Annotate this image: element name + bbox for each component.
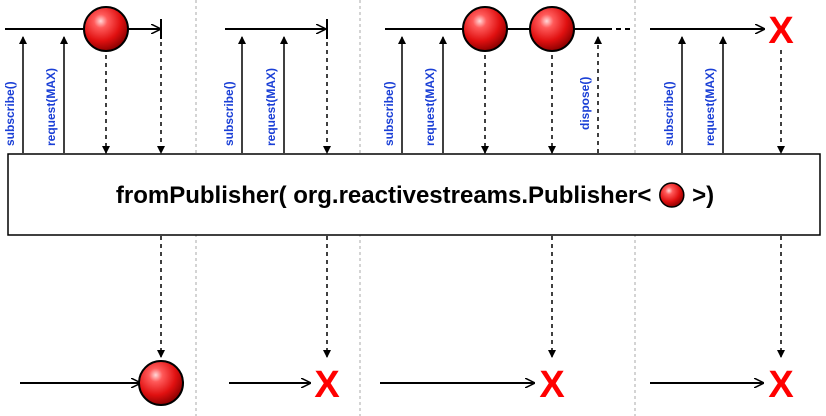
output-error-mark: X (314, 364, 340, 406)
scenario-1: subscribe() request(MAX) (3, 6, 184, 406)
subscribe-label: subscribe() (3, 81, 17, 146)
item-marble-1 (462, 6, 508, 52)
dispose-label: dispose() (578, 77, 592, 130)
operator-box-frame (7, 153, 821, 236)
red-marble-icon (659, 182, 685, 208)
item-marble (83, 6, 129, 52)
output-error-mark: X (539, 364, 565, 406)
operator-label-prefix: fromPublisher( org.reactivestreams.Publi… (116, 182, 652, 209)
operator-label: fromPublisher( org.reactivestreams.Publi… (116, 182, 714, 209)
scenario-4: X subscribe() request(MAX) X (650, 10, 794, 406)
request-label: request(MAX) (703, 68, 717, 146)
scenario-2: subscribe() request(MAX) X (222, 19, 340, 406)
output-error-mark: X (768, 364, 794, 406)
request-label: request(MAX) (44, 68, 58, 146)
operator-box: fromPublisher( org.reactivestreams.Publi… (7, 153, 821, 236)
subscribe-label: subscribe() (662, 81, 676, 146)
subscribe-label: subscribe() (222, 81, 236, 146)
operator-glyph-space (685, 182, 692, 209)
request-label: request(MAX) (264, 68, 278, 146)
output-item-marble (138, 360, 184, 406)
item-marble-2 (529, 6, 575, 52)
subscribe-label: subscribe() (382, 81, 396, 146)
source-error-mark: X (768, 10, 794, 52)
scenario-3: subscribe() request(MAX) dispose() X (380, 6, 632, 406)
operator-label-suffix: >) (692, 182, 714, 209)
request-label: request(MAX) (423, 68, 437, 146)
